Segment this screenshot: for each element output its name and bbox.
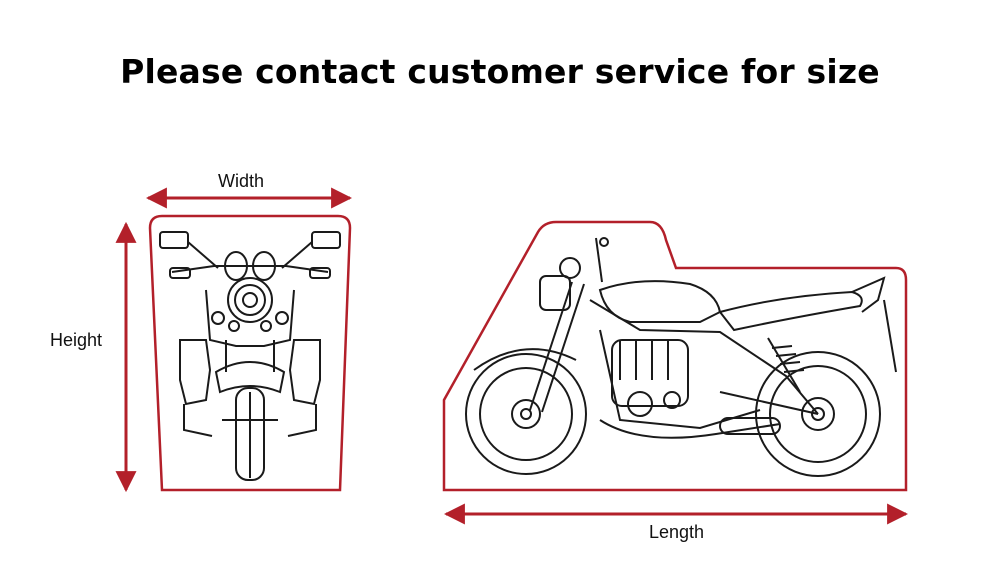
width-label: Width	[218, 171, 265, 191]
page-title: Please contact customer service for size	[120, 52, 880, 91]
motorcycle-side-icon	[465, 237, 897, 477]
side-cover-outline	[442, 220, 908, 492]
motorcycle-front-icon	[159, 231, 341, 481]
length-label: Length	[649, 522, 705, 542]
height-label: Height	[50, 330, 103, 350]
front-cover-outline	[148, 214, 352, 492]
